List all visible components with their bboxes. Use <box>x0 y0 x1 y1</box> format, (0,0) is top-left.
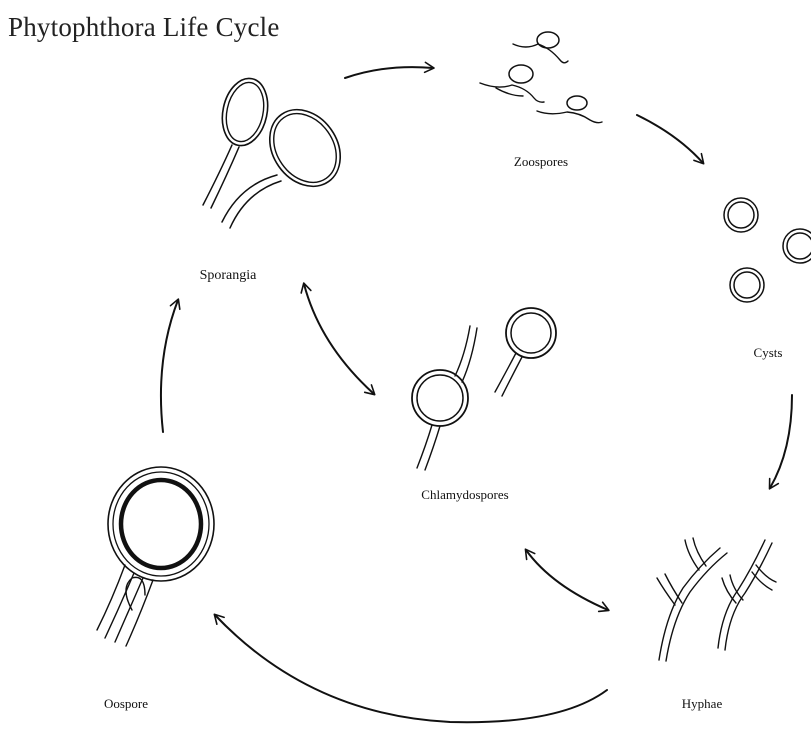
label-hyphae: Hyphae <box>682 696 723 711</box>
label-zoospores: Zoospores <box>514 154 568 169</box>
arrow-sporangia-chlamydospores <box>304 284 374 394</box>
arrow-oospore-to-sporangia <box>161 300 178 432</box>
arrow-zoospores-to-cysts <box>637 115 703 163</box>
arrow-sporangia-to-zoospores <box>345 67 433 78</box>
sporangia-illustration <box>203 74 355 228</box>
label-chlamydospores: Chlamydospores <box>421 487 508 502</box>
chlamydospores-illustration <box>412 308 556 470</box>
diagram-title: Phytophthora Life Cycle <box>8 12 280 43</box>
cysts-illustration <box>724 198 811 302</box>
arrow-hyphae-to-oospore <box>215 615 607 722</box>
arrow-chlamydospores-hyphae <box>526 550 608 610</box>
arrow-cysts-to-hyphae <box>770 395 792 488</box>
cycle-arrows <box>161 67 792 722</box>
hyphae-illustration <box>657 538 776 661</box>
label-sporangia: Sporangia <box>200 268 258 283</box>
label-cysts: Cysts <box>754 345 783 360</box>
label-oospore: Oospore <box>104 696 148 711</box>
zoospores-illustration <box>480 32 602 123</box>
oospore-illustration <box>97 467 214 646</box>
